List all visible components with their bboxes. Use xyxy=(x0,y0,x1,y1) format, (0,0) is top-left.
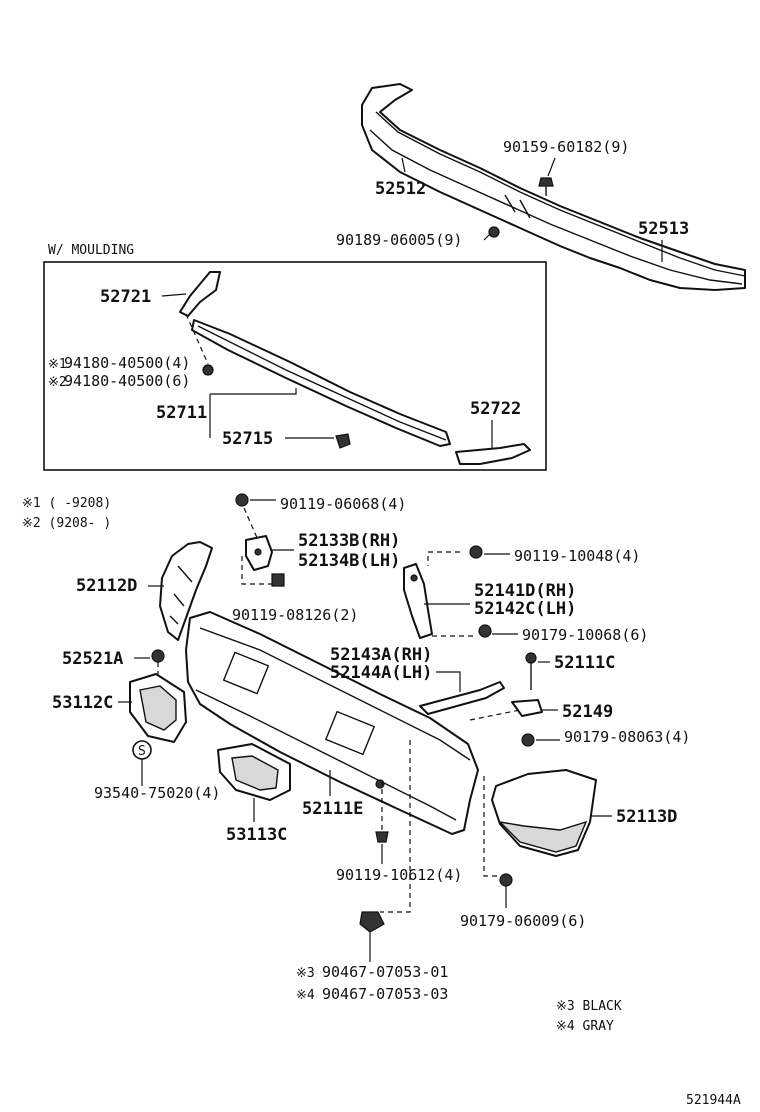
label-90467-07053-01: 90467-07053-01 xyxy=(322,963,448,981)
label-52513: 52513 xyxy=(638,219,689,239)
mark-note2-94180: ※2 xyxy=(48,375,67,390)
label-52144a: 52144A(LH) xyxy=(330,663,432,683)
label-52111e: 52111E xyxy=(302,799,363,819)
label-90179-10068: 90179-10068(6) xyxy=(522,626,648,644)
clip-52715-icon xyxy=(335,433,351,449)
mark-note3-90467: ※3 xyxy=(296,966,315,981)
label-52142c: 52142C(LH) xyxy=(474,599,576,619)
dashed-guide-52149 xyxy=(469,709,521,721)
dashed-guide-90119-10048 xyxy=(427,551,460,566)
label-52512: 52512 xyxy=(375,179,426,199)
leader-90159 xyxy=(547,157,556,177)
label-94180-40500-a: 94180-40500(4) xyxy=(64,354,190,372)
part-52721-end-piece xyxy=(179,271,221,317)
note-2-date-range: ※2 (9208- ) xyxy=(22,516,111,531)
leader-52711 xyxy=(210,388,297,395)
label-53113c: 53113C xyxy=(226,825,287,845)
leader-52721 xyxy=(161,293,187,297)
dashed-guide-90119-08126 xyxy=(241,556,272,585)
dashed-guide-94180 xyxy=(185,313,209,365)
nut-90179-10068-icon xyxy=(478,624,492,638)
label-52141d: 52141D(RH) xyxy=(474,581,576,601)
label-90119-10612: 90119-10612(4) xyxy=(336,866,462,884)
diagram-code: 521944A xyxy=(686,1093,741,1108)
label-52721: 52721 xyxy=(100,287,151,307)
dashed-guide-90467 xyxy=(380,740,411,913)
bolt-90159-icon xyxy=(538,177,554,196)
clip-90467-icon xyxy=(359,911,385,933)
label-90119-10048: 90119-10048(4) xyxy=(514,547,640,565)
label-52521a: 52521A xyxy=(62,649,123,669)
part-52113d-corner xyxy=(491,769,597,857)
label-94180-40500-b: 94180-40500(6) xyxy=(64,372,190,390)
nut-52521a-icon xyxy=(151,649,165,663)
label-90119-08126: 90119-08126(2) xyxy=(232,606,358,624)
label-52111c: 52111C xyxy=(554,653,615,673)
legend-gray: ※4 GRAY xyxy=(556,1019,614,1034)
label-52143a: 52143A(RH) xyxy=(330,645,432,665)
screw-52111c-icon xyxy=(525,652,537,690)
label-53112c: 53112C xyxy=(52,693,113,713)
label-52113d: 52113D xyxy=(616,807,677,827)
part-52112d-side-extension xyxy=(159,541,213,641)
leader-90189 xyxy=(483,233,491,241)
part-52133b-bracket xyxy=(245,535,273,571)
label-90119-06068: 90119-06068(4) xyxy=(280,495,406,513)
bolt-90119-08126-icon xyxy=(271,573,285,587)
clip-94180-icon xyxy=(202,364,214,376)
mark-note4-90467: ※4 xyxy=(296,988,315,1003)
label-52134b: 52134B(LH) xyxy=(298,551,400,571)
label-52722: 52722 xyxy=(470,399,521,419)
part-53113c-cover xyxy=(217,743,291,801)
label-90179-06009: 90179-06009(6) xyxy=(460,912,586,930)
moulding-box xyxy=(43,261,547,471)
note-1-date-range: ※1 ( -9208) xyxy=(22,496,111,511)
label-52133b: 52133B(RH) xyxy=(298,531,400,551)
nut-90179-08063-icon xyxy=(521,733,535,747)
part-52149-stay xyxy=(511,699,543,717)
part-52711-moulding-strip xyxy=(191,319,451,447)
screw-93540-mark: S xyxy=(138,744,146,759)
mark-note1-94180: ※1 xyxy=(48,357,67,372)
part-52722-end-piece xyxy=(455,443,531,465)
leader-52512 xyxy=(401,157,406,173)
legend-black: ※3 BLACK xyxy=(556,999,622,1014)
label-52112d: 52112D xyxy=(76,576,137,596)
label-93540-75020: 93540-75020(4) xyxy=(94,784,220,802)
screw-93540-icon: S xyxy=(132,740,152,760)
nut-90179-06009-icon xyxy=(499,873,513,887)
bolt-90119-06068-icon xyxy=(235,493,249,507)
part-52143a-stay xyxy=(419,681,505,715)
part-52141d-bracket xyxy=(403,563,433,639)
moulding-box-title: W/ MOULDING xyxy=(48,243,134,258)
clip-90189-icon xyxy=(488,226,500,238)
dashed-guide-90119-06068 xyxy=(243,507,259,541)
label-90179-08063: 90179-08063(4) xyxy=(564,728,690,746)
label-52715: 52715 xyxy=(222,429,273,449)
bolt-90119-10612-icon xyxy=(375,831,389,843)
part-52111e-bumper-bar xyxy=(185,611,479,835)
dashed-guide-90179-06009 xyxy=(483,776,500,877)
part-52512-upper-panel xyxy=(361,83,746,291)
part-53112c-cover xyxy=(129,673,187,743)
leader-52143a xyxy=(436,671,461,692)
label-90189-06005: 90189-06005(9) xyxy=(336,231,462,249)
bolt-90119-10048-icon xyxy=(469,545,483,559)
label-52711: 52711 xyxy=(156,403,207,423)
label-52149: 52149 xyxy=(562,702,613,722)
label-90159-60182: 90159-60182(9) xyxy=(503,138,629,156)
label-90467-07053-03: 90467-07053-03 xyxy=(322,985,448,1003)
